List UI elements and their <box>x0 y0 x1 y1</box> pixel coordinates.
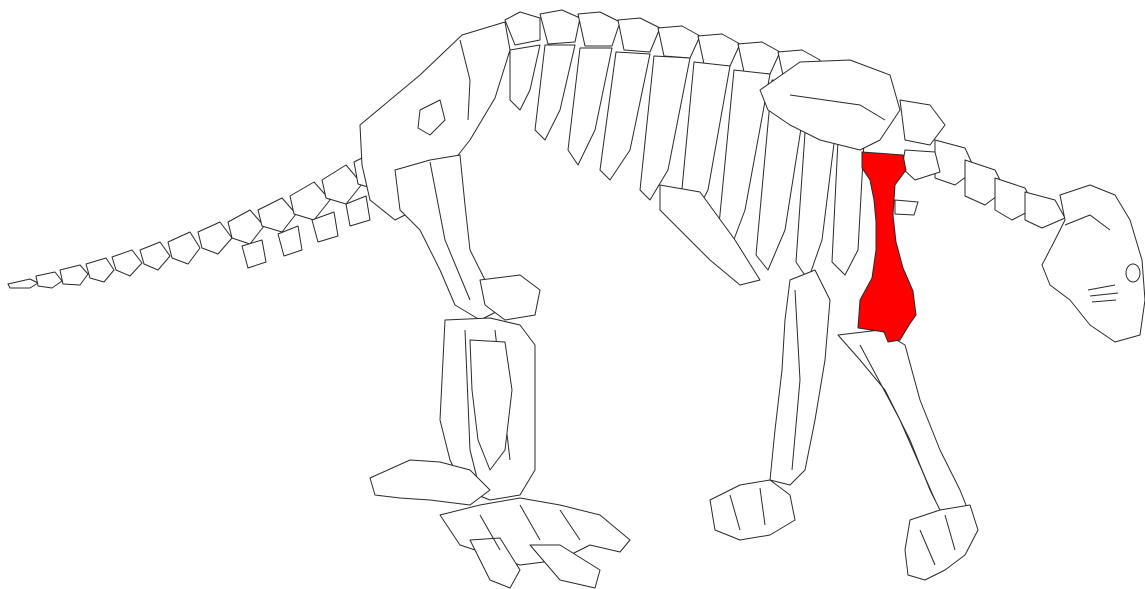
humerus-highlight <box>858 152 916 342</box>
hind-limb <box>370 155 630 588</box>
humerus-bone <box>858 152 916 342</box>
cervical-vertebrae <box>900 100 1065 228</box>
tail-vertebrae <box>8 150 392 288</box>
